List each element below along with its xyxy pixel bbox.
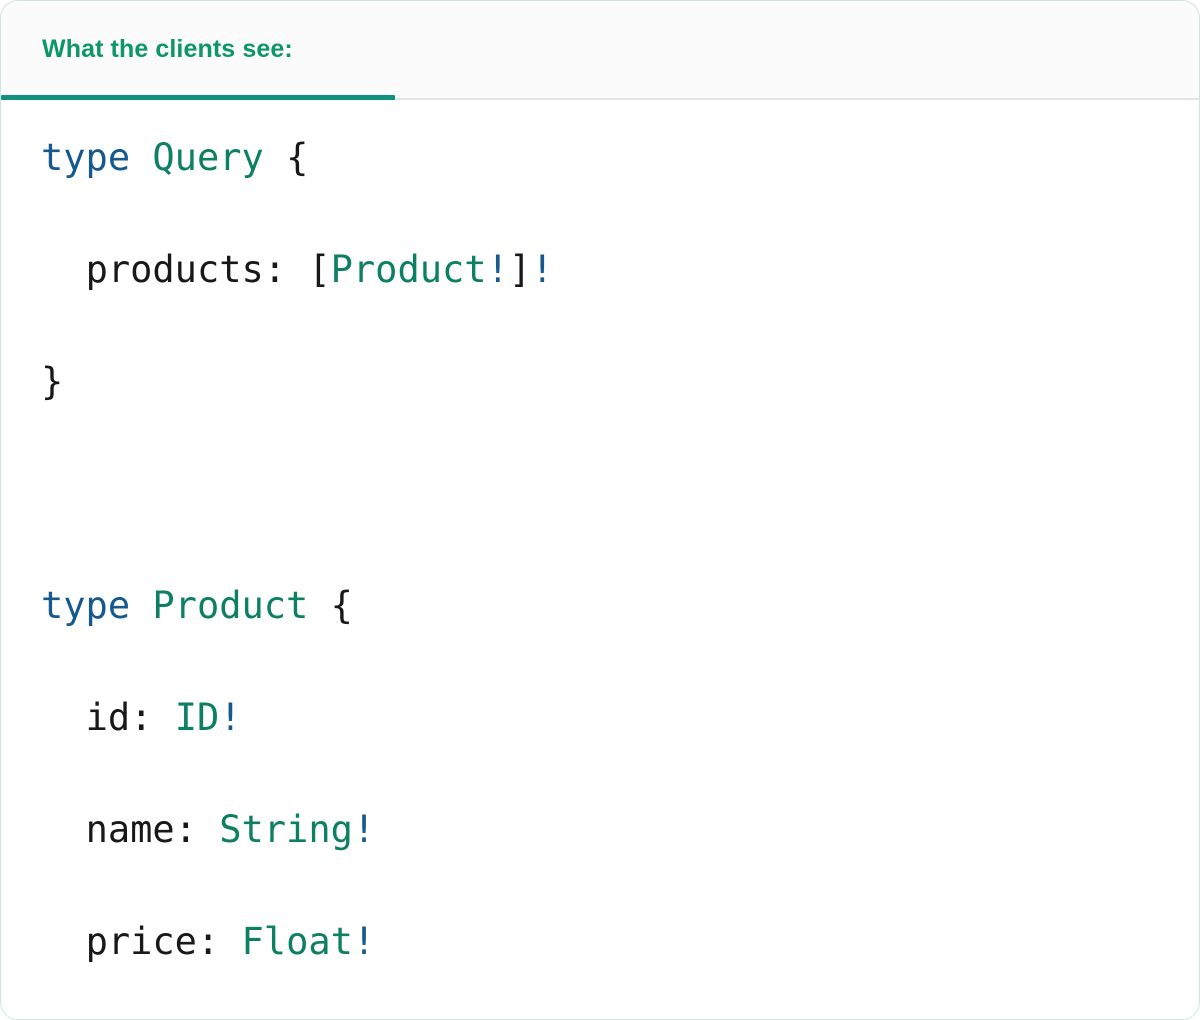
tab-active-underline xyxy=(1,95,395,100)
open-brace-token: { xyxy=(330,584,353,627)
indent xyxy=(41,696,86,739)
keyword-token: type xyxy=(41,136,131,179)
code-line: products: [Product!]! xyxy=(41,242,1199,298)
space xyxy=(308,584,330,627)
open-bracket-token: [ xyxy=(308,248,331,291)
type-name-token: ID xyxy=(174,696,220,739)
space xyxy=(130,136,152,179)
open-brace-token: { xyxy=(286,136,309,179)
colon-token: : xyxy=(174,808,220,851)
non-null-token: ! xyxy=(352,808,376,851)
space xyxy=(130,584,152,627)
close-bracket-token: ] xyxy=(508,248,532,291)
type-name-token: String xyxy=(219,808,353,851)
field-name-token: products xyxy=(85,248,264,291)
graphql-schema-code: type Query { products: [Product!]! } typ… xyxy=(1,130,1199,1019)
keyword-token: type xyxy=(41,584,131,627)
non-null-token: ! xyxy=(486,248,509,291)
tab-strip: What the clients see: xyxy=(1,1,1199,100)
tab-what-the-clients-see[interactable]: What the clients see: xyxy=(1,1,395,100)
indent xyxy=(41,808,86,851)
colon-token: : xyxy=(263,248,309,291)
indent xyxy=(41,248,86,291)
non-null-token: ! xyxy=(219,696,242,739)
type-name-token: Product xyxy=(330,248,487,291)
code-line: id: ID! xyxy=(41,690,1199,746)
close-brace-token: } xyxy=(41,360,64,403)
code-line: type Query { xyxy=(41,130,1199,186)
field-name-token: name xyxy=(85,808,175,851)
code-line: } xyxy=(41,354,1199,410)
space xyxy=(264,136,286,179)
non-null-token: ! xyxy=(531,248,554,291)
code-line: price: Float! xyxy=(41,914,1199,970)
code-line xyxy=(41,466,1199,522)
code-line: type Product { xyxy=(41,578,1199,634)
colon-token: : xyxy=(130,696,175,739)
field-name-token: id xyxy=(85,696,131,739)
type-name-token: Float xyxy=(241,920,353,963)
indent xyxy=(41,920,86,963)
type-name-token: Query xyxy=(152,136,264,179)
code-viewer[interactable]: type Query { products: [Product!]! } typ… xyxy=(1,100,1199,1019)
colon-token: : xyxy=(196,920,242,963)
field-name-token: price xyxy=(85,920,197,963)
code-line: name: String! xyxy=(41,802,1199,858)
tab-label: What the clients see: xyxy=(42,35,293,63)
non-null-token: ! xyxy=(352,920,376,963)
type-name-token: Product xyxy=(152,584,309,627)
